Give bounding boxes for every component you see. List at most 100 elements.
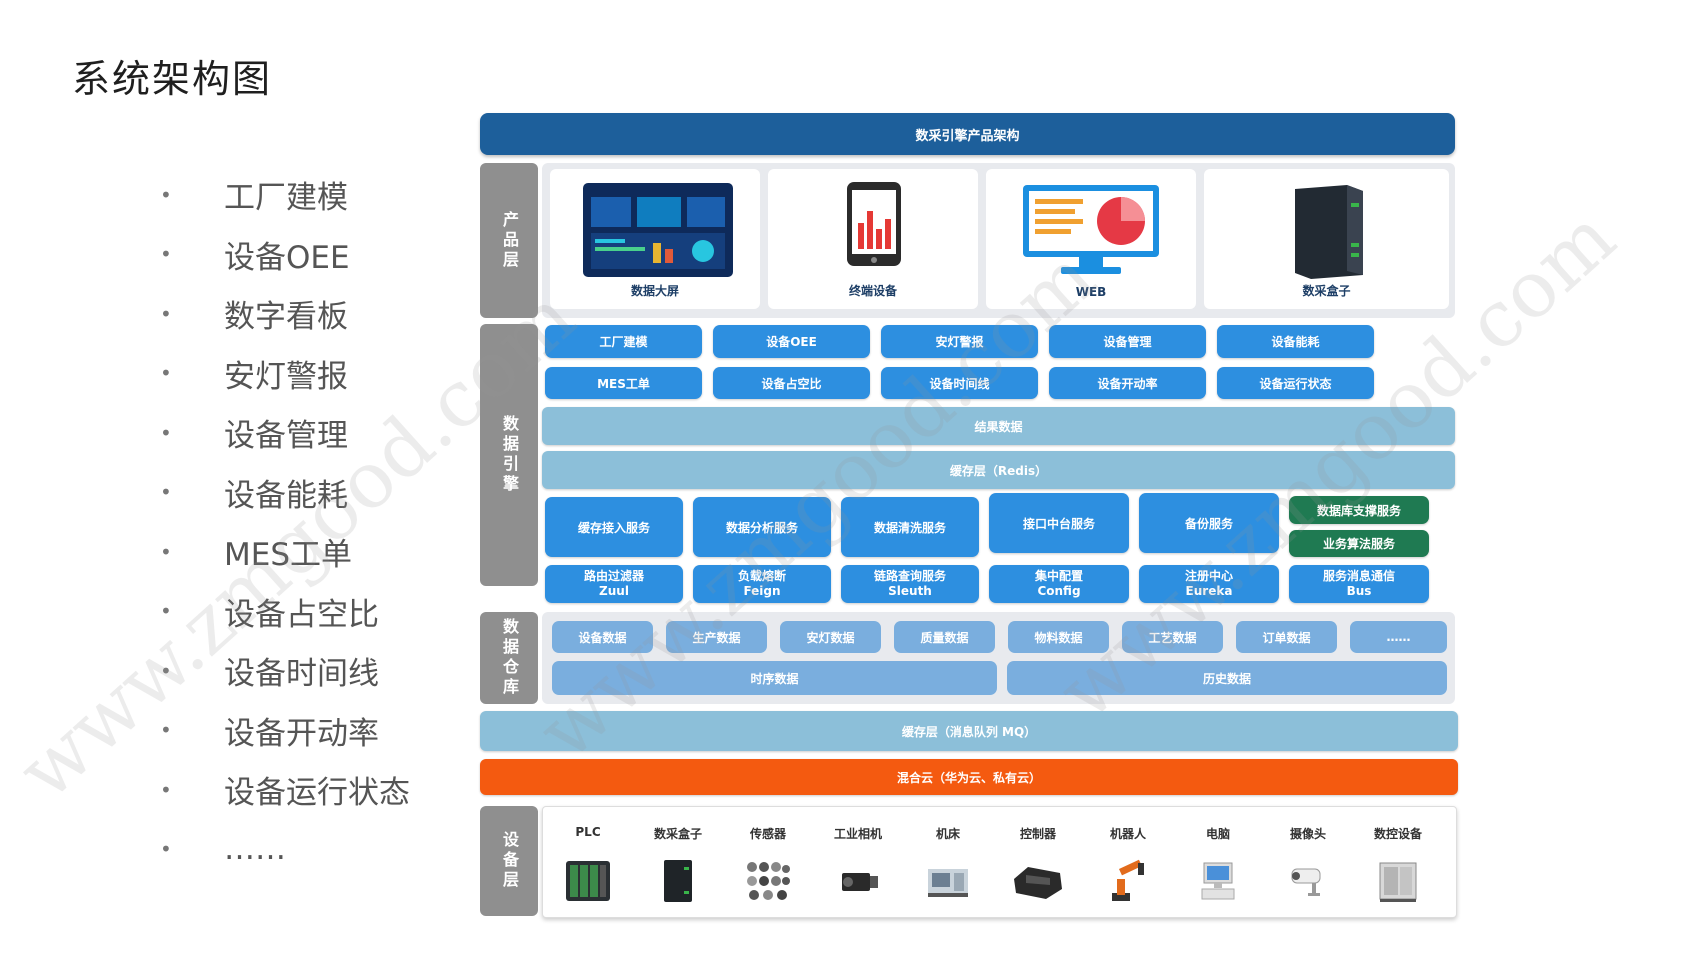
layer-label-engine: 数据引擎 bbox=[480, 324, 538, 586]
gateway-box-icon bbox=[664, 860, 692, 902]
service-box: 备份服务 bbox=[1139, 493, 1279, 553]
list-item: • 工厂建模 bbox=[160, 165, 410, 225]
layer-label-warehouse: 数据仓库 bbox=[480, 612, 538, 704]
warehouse-item: 设备数据 bbox=[552, 621, 653, 653]
feature-label: 设备时间线 bbox=[224, 656, 379, 693]
bullet-icon: • bbox=[160, 539, 172, 564]
result-data-bar: 结果数据 bbox=[542, 407, 1455, 445]
layer-label-product: 产品层 bbox=[480, 163, 538, 318]
service-box: 接口中台服务 bbox=[989, 493, 1129, 553]
device-item: 机床 bbox=[903, 807, 993, 907]
service-box: 缓存接入服务 bbox=[545, 497, 683, 557]
feature-label: 设备占空比 bbox=[224, 596, 379, 633]
product-caption: 数据大屏 bbox=[630, 284, 679, 298]
phone-icon bbox=[847, 182, 901, 266]
warehouse-item: 工艺数据 bbox=[1122, 621, 1223, 653]
monitor-icon bbox=[1023, 185, 1159, 274]
bullet-icon: • bbox=[160, 420, 172, 445]
feature-label: 设备运行状态 bbox=[224, 775, 410, 812]
device-item: 摄像头 bbox=[1263, 807, 1353, 907]
plc-icon bbox=[566, 861, 610, 901]
device-item: 电脑 bbox=[1173, 807, 1263, 907]
warehouse-item: 生产数据 bbox=[666, 621, 767, 653]
product-caption: 数采盒子 bbox=[1302, 284, 1351, 298]
computer-icon bbox=[1201, 862, 1235, 900]
bullet-icon: • bbox=[160, 182, 172, 207]
list-item: • 设备时间线 bbox=[160, 641, 410, 701]
mq-cache-bar: 缓存层（消息队列 MQ） bbox=[480, 711, 1458, 751]
list-item: •MES工单 bbox=[160, 522, 410, 582]
bullet-icon: • bbox=[160, 658, 172, 683]
bullet-icon: • bbox=[160, 301, 172, 326]
warehouse-panel: 设备数据 生产数据 安灯数据 质量数据 物料数据 工艺数据 订单数据 …… 时序… bbox=[542, 612, 1455, 704]
product-card-dashboard: 数据大屏 bbox=[550, 169, 760, 309]
feature-list: •工厂建模 •设备OEE •数字看板 •安灯警报 •设备管理 •设备能耗 •ME… bbox=[160, 165, 410, 879]
list-item: • 设备OEE bbox=[160, 225, 410, 285]
feature-label: 设备能耗 bbox=[224, 477, 348, 514]
redis-cache-bar: 缓存层（Redis） bbox=[542, 451, 1455, 489]
camera-icon bbox=[842, 873, 878, 891]
function-box: 工厂建模 bbox=[545, 325, 702, 358]
service-box-green: 业务算法服务 bbox=[1289, 530, 1429, 557]
device-panel: PLC 数采盒子 传感器 工业相机 机床 控制器 机器人 电脑 bbox=[542, 806, 1457, 918]
history-data-bar: 历史数据 bbox=[1007, 661, 1447, 695]
bullet-icon: • bbox=[160, 777, 172, 802]
list-item: •…… bbox=[160, 820, 410, 880]
warehouse-item: 订单数据 bbox=[1236, 621, 1337, 653]
bullet-icon: • bbox=[160, 599, 172, 624]
product-panel: 数据大屏 终端设备 bbox=[542, 163, 1455, 318]
device-item: 数控设备 bbox=[1353, 807, 1443, 907]
list-item: • 设备能耗 bbox=[160, 463, 410, 523]
page-title: 系统架构图 bbox=[72, 57, 273, 101]
warehouse-item: 质量数据 bbox=[894, 621, 995, 653]
function-box: 设备OEE bbox=[713, 325, 870, 358]
bullet-icon: • bbox=[160, 242, 172, 267]
device-item: 工业相机 bbox=[813, 807, 903, 907]
product-card-box: 数采盒子 bbox=[1204, 169, 1449, 309]
feature-label: 设备OEE bbox=[224, 239, 350, 276]
function-box: 设备占空比 bbox=[713, 367, 870, 399]
function-box: 设备运行状态 bbox=[1217, 367, 1374, 399]
warehouse-item: …… bbox=[1350, 621, 1447, 653]
device-item: 传感器 bbox=[723, 807, 813, 907]
warehouse-item: 物料数据 bbox=[1008, 621, 1109, 653]
function-box: 设备管理 bbox=[1049, 325, 1206, 358]
list-item: • 数字看板 bbox=[160, 284, 410, 344]
device-item: PLC bbox=[543, 807, 633, 907]
list-item: •安灯警报 bbox=[160, 344, 410, 404]
device-item: 机器人 bbox=[1083, 807, 1173, 907]
feature-label: …… bbox=[224, 831, 286, 868]
gateway-box-icon bbox=[1295, 185, 1363, 279]
device-item: 数采盒子 bbox=[633, 807, 723, 907]
feature-label: 数字看板 bbox=[224, 299, 348, 336]
list-item: • 设备开动率 bbox=[160, 701, 410, 761]
dashboard-screen-icon bbox=[583, 183, 733, 277]
bullet-icon: • bbox=[160, 480, 172, 505]
feature-label: 设备开动率 bbox=[224, 715, 379, 752]
function-box: 设备能耗 bbox=[1217, 325, 1374, 358]
warehouse-item: 安灯数据 bbox=[780, 621, 881, 653]
function-box: 安灯警报 bbox=[881, 325, 1038, 358]
feature-label: 安灯警报 bbox=[224, 358, 348, 395]
layer-label-device: 设备层 bbox=[480, 806, 538, 916]
product-card-web: WEB bbox=[986, 169, 1196, 309]
feature-label: 工厂建模 bbox=[224, 180, 348, 217]
function-box: MES工单 bbox=[545, 367, 702, 399]
architecture-diagram: 数采引擎产品架构 产品层 数据大屏 bbox=[480, 113, 1458, 928]
cctv-camera-icon bbox=[1291, 868, 1321, 896]
product-caption: WEB bbox=[1075, 285, 1107, 299]
bullet-icon: • bbox=[160, 718, 172, 743]
timeseries-data-bar: 时序数据 bbox=[552, 661, 997, 695]
device-item: 控制器 bbox=[993, 807, 1083, 907]
robot-arm-icon bbox=[1112, 859, 1144, 901]
service-box-green: 数据库支撑服务 bbox=[1289, 496, 1429, 524]
machine-tool-icon bbox=[928, 869, 968, 897]
sensor-icon bbox=[747, 862, 790, 900]
feature-label: 设备管理 bbox=[224, 418, 348, 455]
list-item: • 设备运行状态 bbox=[160, 760, 410, 820]
cnc-machine-icon bbox=[1379, 862, 1417, 902]
